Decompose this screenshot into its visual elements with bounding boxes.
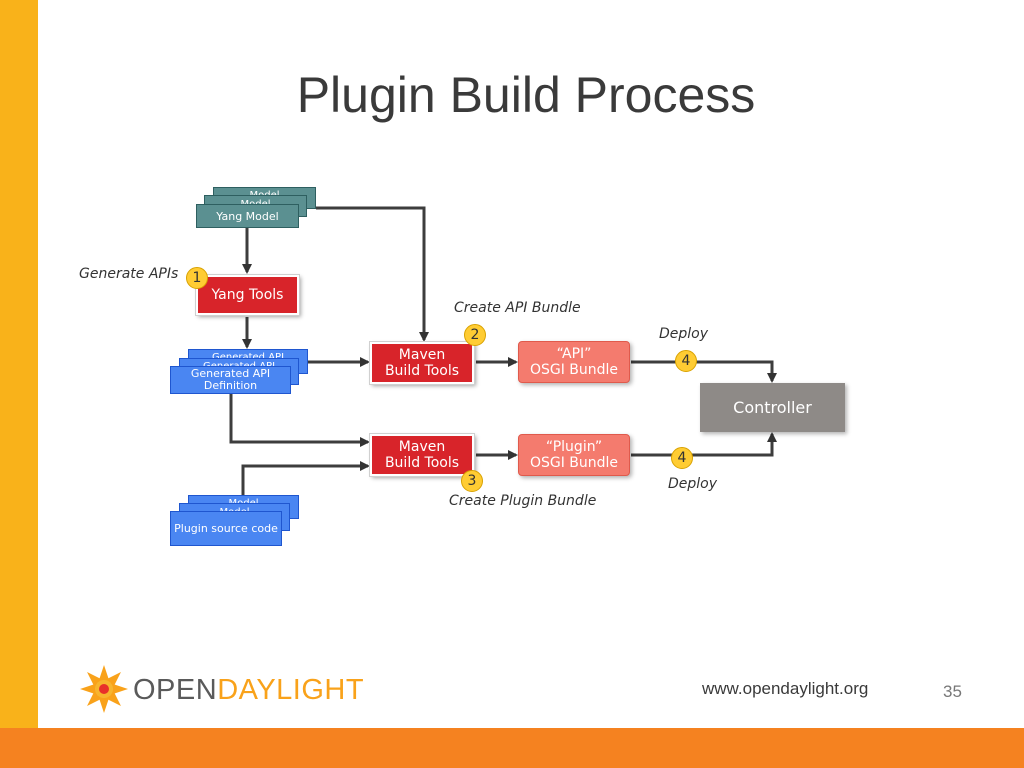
note-create-plugin-bundle: Create Plugin Bundle [449,493,597,509]
api-bundle-line1: “API” [556,346,592,362]
generated-api-line2: Definition [203,379,258,392]
wordmark-daylight: DAYLIGHT [217,674,365,706]
step-badge-4-plugin: 4 [671,447,693,469]
bottom-accent-bar [0,728,1024,768]
maven-plugin-build-tools-box: Maven Build Tools [370,434,474,476]
generated-api-line1: Generated API [190,367,271,380]
yang-tools-box: Yang Tools [196,275,299,315]
controller-box: Controller [700,383,845,432]
maven-plugin-line1: Maven [398,439,446,455]
plugin-bundle-line2: OSGI Bundle [529,455,619,471]
opendaylight-wordmark: OPENDAYLIGHT [133,674,364,707]
wordmark-open: OPEN [133,674,218,706]
step-badge-4-api: 4 [675,350,697,372]
maven-plugin-line2: Build Tools [384,455,460,471]
page-number: 35 [943,682,962,701]
slide-title: Plugin Build Process [296,67,756,123]
maven-api-line2: Build Tools [384,363,460,379]
yang-model-card: Yang Model [196,204,299,228]
left-accent-bar [0,0,38,728]
maven-api-build-tools-box: Maven Build Tools [370,342,474,384]
opendaylight-logo-icon [80,665,128,713]
note-deploy-api: Deploy [659,326,709,342]
generated-api-card: Generated API Definition [170,366,291,394]
api-bundle-line2: OSGI Bundle [529,362,619,378]
plugin-bundle-line1: “Plugin” [545,439,603,455]
note-generate-apis: Generate APIs [79,266,179,282]
arrow-plugin-bundle-to-controller [631,432,777,457]
plugin-source-card: Plugin source code [170,511,282,546]
arrow-generated-api-to-maven-plugin [229,394,370,447]
arrow-yang-model-to-maven-api [316,206,429,342]
step-badge-1: 1 [186,267,208,289]
arrow-api-bundle-to-controller [631,360,777,383]
api-osgi-bundle-box: “API” OSGI Bundle [518,341,630,383]
step-badge-2: 2 [464,324,486,346]
footer-url: www.opendaylight.org [702,679,869,698]
plugin-osgi-bundle-box: “Plugin” OSGI Bundle [518,434,630,476]
arrow-plugin-source-to-maven-plugin [241,461,370,495]
step-badge-3: 3 [461,470,483,492]
maven-api-line1: Maven [398,347,446,363]
note-deploy-plugin: Deploy [668,476,718,492]
note-create-api-bundle: Create API Bundle [454,300,581,316]
